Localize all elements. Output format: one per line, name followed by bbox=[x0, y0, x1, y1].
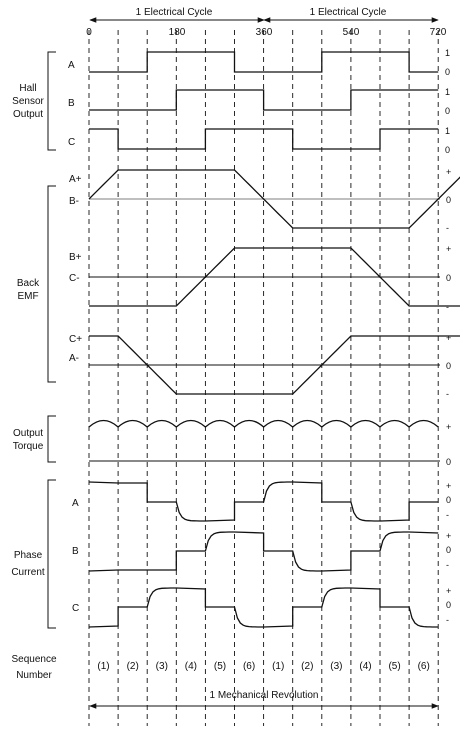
group-labels: Hall Sensor Output Back EMF Output Torqu… bbox=[11, 83, 57, 681]
sequence-number: (6) bbox=[418, 661, 430, 672]
emf-c-mark-plus: + bbox=[446, 333, 451, 343]
emf-b-neg-label: C- bbox=[69, 273, 80, 284]
emf-c-mark-zero: 0 bbox=[446, 361, 451, 371]
current-c-mark-plus: + bbox=[446, 586, 451, 596]
current-c-trace bbox=[88, 587, 439, 628]
current-c-mark-minus: - bbox=[446, 615, 449, 625]
torque-mark-zero: 0 bbox=[446, 457, 451, 467]
sequence-number: (1) bbox=[97, 661, 109, 672]
emf-c-neg-label: A- bbox=[69, 353, 79, 364]
sequence-label-line2: Number bbox=[16, 670, 52, 681]
sequence-number: (2) bbox=[301, 661, 313, 672]
sequence-number: (2) bbox=[127, 661, 139, 672]
hall-label-line2: Sensor bbox=[12, 96, 44, 107]
sequence-number: (5) bbox=[214, 661, 226, 672]
current-b-mark-plus: + bbox=[446, 531, 451, 541]
hall-a-trace bbox=[89, 51, 439, 73]
sequence-number: (1) bbox=[272, 661, 284, 672]
hall-label-line1: Hall bbox=[19, 83, 36, 94]
hall-sensor-section: A B C 1 0 1 0 1 0 bbox=[68, 48, 450, 155]
current-c-mark-zero: 0 bbox=[446, 600, 451, 610]
current-a-mark-zero: 0 bbox=[446, 495, 451, 505]
back-emf-section: A+ B- B+ C- C+ A- + 0 - + 0 - + 0 - bbox=[69, 167, 460, 399]
sequence-numbers: (1) (2) (3) (4) (5) (6) (1) (2) (3) (4) (5) (6) bbox=[97, 661, 429, 672]
emf-a-pos-label: A+ bbox=[69, 174, 82, 185]
hall-c-level-1: 1 bbox=[445, 126, 450, 136]
current-b-mark-zero: 0 bbox=[446, 545, 451, 555]
current-signal-b: B bbox=[72, 546, 79, 557]
group-brackets bbox=[47, 51, 56, 629]
hall-c-level-0: 0 bbox=[445, 145, 450, 155]
revolution-label: 1 Mechanical Revolution bbox=[210, 690, 319, 701]
emf-label-line1: Back bbox=[17, 278, 40, 289]
sequence-number: (6) bbox=[243, 661, 255, 672]
torque-label-line2: Torque bbox=[13, 441, 44, 452]
current-b-mark-minus: - bbox=[446, 560, 449, 570]
sequence-number: (5) bbox=[388, 661, 400, 672]
hall-b-level-1: 1 bbox=[445, 87, 450, 97]
angle-360: 360 bbox=[256, 27, 273, 38]
hall-label-line3: Output bbox=[13, 109, 43, 120]
sequence-label-line1: Sequence bbox=[11, 654, 56, 665]
emf-c-mark-minus: - bbox=[446, 389, 449, 399]
hall-signal-b: B bbox=[68, 98, 75, 109]
emf-a-mark-plus: + bbox=[446, 167, 451, 177]
hall-signal-a: A bbox=[68, 60, 75, 71]
current-b-trace bbox=[88, 531, 439, 572]
emf-c-pos-label: C+ bbox=[69, 334, 82, 345]
emf-a-mark-zero: 0 bbox=[446, 195, 451, 205]
angle-labels: 0 180 360 540 720 bbox=[86, 27, 447, 38]
sequence-number: (4) bbox=[359, 661, 371, 672]
current-a-mark-plus: + bbox=[446, 481, 451, 491]
hall-c-trace bbox=[89, 128, 439, 150]
current-signal-a: A bbox=[72, 498, 79, 509]
mechanical-revolution-footer: 1 Mechanical Revolution bbox=[89, 690, 439, 709]
emf-a-trace bbox=[88, 169, 460, 229]
emf-b-mark-zero: 0 bbox=[446, 273, 451, 283]
emf-b-trace bbox=[89, 247, 460, 307]
hall-signal-c: C bbox=[68, 137, 75, 148]
cycle-label-1: 1 Electrical Cycle bbox=[136, 7, 213, 18]
torque-mark-plus: + bbox=[446, 422, 451, 432]
sequence-number: (3) bbox=[156, 661, 168, 672]
phase-current-section: A B C + 0 - + 0 - + 0 - bbox=[72, 481, 451, 628]
hall-b-trace bbox=[89, 89, 439, 111]
emf-bracket bbox=[47, 185, 56, 383]
hall-b-level-0: 0 bbox=[445, 106, 450, 116]
emf-c-trace bbox=[89, 335, 460, 395]
current-a-trace bbox=[88, 481, 439, 522]
current-bracket bbox=[47, 479, 56, 629]
torque-ripple-trace bbox=[88, 419, 439, 428]
emf-a-mark-minus: - bbox=[446, 223, 449, 233]
emf-a-neg-label: B- bbox=[69, 196, 79, 207]
electrical-cycle-header: 1 Electrical Cycle 1 Electrical Cycle bbox=[89, 5, 439, 23]
torque-section: + 0 bbox=[88, 419, 451, 467]
torque-bracket bbox=[47, 415, 56, 463]
cycle-label-2: 1 Electrical Cycle bbox=[310, 7, 387, 18]
emf-b-pos-label: B+ bbox=[69, 252, 82, 263]
sequence-number: (4) bbox=[185, 661, 197, 672]
emf-b-mark-minus: - bbox=[446, 302, 449, 312]
hall-a-level-0: 0 bbox=[445, 67, 450, 77]
torque-label-line1: Output bbox=[13, 428, 43, 439]
hall-a-level-1: 1 bbox=[445, 48, 450, 58]
hall-bracket bbox=[47, 51, 56, 151]
sector-dividers bbox=[88, 30, 439, 726]
current-signal-c: C bbox=[72, 603, 79, 614]
angle-180: 180 bbox=[169, 27, 186, 38]
emf-label-line2: EMF bbox=[17, 291, 38, 302]
current-label-line2: Current bbox=[11, 567, 45, 578]
current-label-line1: Phase bbox=[14, 550, 43, 561]
emf-b-mark-plus: + bbox=[446, 244, 451, 254]
current-a-mark-minus: - bbox=[446, 510, 449, 520]
sequence-number: (3) bbox=[330, 661, 342, 672]
